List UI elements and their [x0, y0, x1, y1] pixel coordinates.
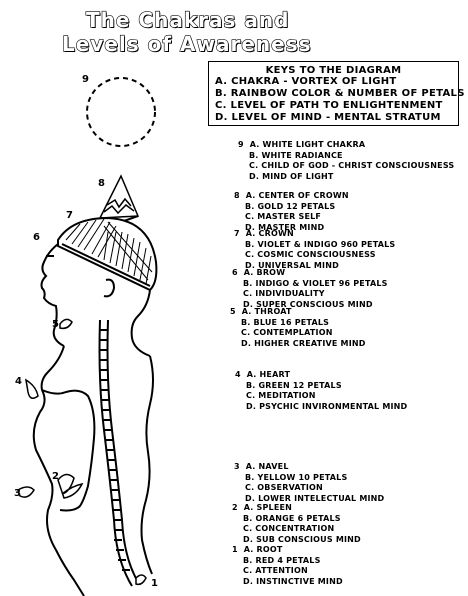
chakra-c: C. CONCENTRATION — [243, 524, 335, 533]
throat-chakra-mark — [59, 318, 73, 330]
figure-label-3: 3 — [14, 488, 21, 499]
spine — [98, 319, 139, 587]
chakra-c: C. INDIVIDUALITY — [243, 289, 325, 298]
keys-heading: KEYS TO THE DIAGRAM — [265, 65, 402, 76]
chakra-c: C. MEDITATION — [246, 391, 316, 400]
chakra-number: 5 — [230, 307, 236, 316]
figure-label-8: 8 — [98, 178, 105, 189]
chakra-number: 9 — [238, 140, 244, 149]
chakra-a: A. HEART — [246, 370, 291, 379]
chakra-b: B. RED 4 PETALS — [243, 555, 321, 565]
chakra-block-4: 4 A. HEART B. GREEN 12 PETALS C. MEDITAT… — [235, 370, 407, 412]
chakra-a: A. ROOT — [243, 545, 283, 554]
title-line-2: Levels of Awareness — [61, 31, 312, 56]
keys-box: KEYS TO THE DIAGRAM A. CHAKRA - VORTEX O… — [208, 61, 465, 126]
chakra-b: B. YELLOW 10 PETALS — [245, 472, 348, 482]
chakra-number: 7 — [234, 229, 240, 238]
chakra-b: B. ORANGE 6 PETALS — [243, 513, 341, 523]
chakra-a: A. CENTER OF CROWN — [245, 191, 349, 200]
chakra-block-7: 7 A. CROWN B. VIOLET & INDIGO 960 PETALS… — [234, 229, 395, 271]
chakra-d: D. LOWER INTELECTUAL MIND — [245, 493, 385, 503]
chakra-number: 3 — [234, 462, 240, 471]
figure-label-2: 2 — [52, 471, 59, 482]
chakra-b: B. GOLD 12 PETALS — [245, 201, 336, 211]
chakra-d: D. INSTINCTIVE MIND — [243, 576, 343, 586]
figure-label-4: 4 — [15, 376, 22, 387]
figure-label-6: 6 — [33, 232, 40, 243]
white-light-circle — [86, 77, 156, 147]
crown-cone — [98, 174, 140, 224]
chakra-c: C. CONTEMPLATION — [241, 328, 333, 337]
chakra-c: C. OBSERVATION — [245, 483, 323, 492]
chakra-a: A. WHITE LIGHT CHAKRA — [249, 140, 366, 149]
chakra-c: C. COSMIC CONSCIOUSNESS — [245, 250, 376, 259]
chakra-d: D. HIGHER CREATIVE MIND — [241, 338, 366, 348]
key-line-a: A. CHAKRA - VORTEX OF LIGHT — [215, 76, 397, 87]
chakra-number: 1 — [232, 545, 238, 554]
chakra-b: B. INDIGO & VIOLET 96 PETALS — [243, 278, 388, 288]
chakra-d: D. SUPER CONSCIOUS MIND — [243, 299, 373, 309]
chakra-a: A. THROAT — [241, 307, 292, 316]
chakra-block-6: 6 A. BROW B. INDIGO & VIOLET 96 PETALS C… — [232, 268, 388, 310]
chakra-number: 4 — [235, 370, 241, 379]
chakra-c: C. ATTENTION — [243, 566, 308, 575]
chakra-d: D. MASTER MIND — [245, 222, 325, 232]
chakra-d: D. MIND OF LIGHT — [249, 171, 334, 181]
chakra-d: D. PSYCHIC INVIRONMENTAL MIND — [246, 401, 408, 411]
chakra-a: A. CROWN — [245, 229, 294, 238]
chakra-block-8: 8 A. CENTER OF CROWN B. GOLD 12 PETALS C… — [234, 191, 349, 233]
chakra-block-1: 1 A. ROOT B. RED 4 PETALS C. ATTENTION D… — [232, 545, 343, 587]
root-chakra-mark — [135, 574, 147, 586]
body-outline — [32, 243, 154, 596]
chakra-d: D. SUB CONSCIOUS MIND — [243, 534, 361, 544]
chakra-c: C. CHILD OF GOD - CHRIST CONSCIOUSNESS — [249, 161, 455, 170]
chakra-b: B. GREEN 12 PETALS — [246, 380, 342, 390]
chakra-number: 2 — [232, 503, 238, 512]
chakra-a: A. NAVEL — [245, 462, 289, 471]
title-line-1: The Chakras and — [85, 7, 290, 32]
spleen-chakra-mark — [57, 473, 84, 499]
chakra-b: B. WHITE RADIANCE — [249, 150, 343, 160]
chakra-block-9: 9 A. WHITE LIGHT CHAKRA B. WHITE RADIANC… — [238, 140, 454, 182]
chakra-a: A. SPLEEN — [243, 503, 293, 512]
chakra-b: B. BLUE 16 PETALS — [241, 317, 330, 327]
chakra-number: 6 — [232, 268, 238, 277]
figure-label-9: 9 — [82, 74, 89, 85]
key-line-c: C. LEVEL OF PATH TO ENLIGHTENMENT — [215, 100, 443, 111]
crown-dome — [57, 216, 158, 292]
key-line-d: D. LEVEL OF MIND - MENTAL STRATUM — [215, 112, 441, 123]
navel-chakra-mark — [17, 486, 35, 498]
figure-label-1: 1 — [151, 578, 158, 589]
heart-chakra-mark — [24, 378, 39, 399]
key-line-b: B. RAINBOW COLOR & NUMBER OF PETALS — [215, 88, 465, 99]
chakra-block-2: 2 A. SPLEEN B. ORANGE 6 PETALS C. CONCEN… — [232, 503, 361, 545]
chakra-block-5: 5 A. THROAT B. BLUE 16 PETALS C. CONTEMP… — [230, 307, 366, 349]
chakra-block-3: 3 A. NAVEL B. YELLOW 10 PETALS C. OBSERV… — [234, 462, 384, 504]
chakra-c: C. MASTER SELF — [245, 212, 322, 221]
chakra-d: D. UNIVERSAL MIND — [245, 260, 339, 270]
figure-label-5: 5 — [52, 319, 59, 330]
figure-label-7: 7 — [66, 210, 73, 221]
chakra-a: A. BROW — [243, 268, 286, 277]
chakra-b: B. VIOLET & INDIGO 960 PETALS — [245, 239, 396, 249]
chakra-number: 8 — [234, 191, 240, 200]
